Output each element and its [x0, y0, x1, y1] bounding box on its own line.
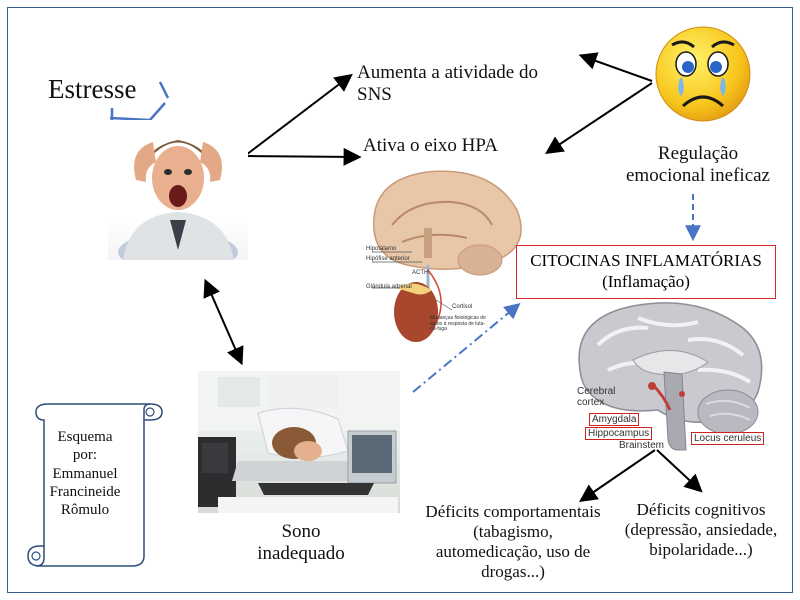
- hpa-label-adrenal: Glândula adrenal: [366, 284, 412, 290]
- regulation-node: Regulação emocional ineficaz: [612, 143, 784, 188]
- arrow-stress-sns: [245, 73, 353, 156]
- brain-label-brainstem: Brainstem: [619, 440, 665, 451]
- arrow-brain-cognitive: [656, 449, 703, 493]
- sns-label: Aumenta a atividade do SNS: [357, 62, 538, 106]
- hpa-node: Ativa o eixo HPA: [363, 135, 498, 156]
- sleeping-person-image: [198, 371, 400, 513]
- sns-node: Aumenta a atividade do SNS: [357, 62, 538, 107]
- hpa-label-acth: ACTH: [412, 270, 429, 276]
- stress-title: Estresse: [48, 74, 137, 104]
- hpa-label-changes: Mudanças fisiológicas de apoio à respost…: [430, 315, 486, 332]
- hpa-label-pituitary: Hipófise anterior: [366, 256, 410, 262]
- arrow-emotion-sns: [578, 52, 653, 82]
- sleep-node: Sono inadequado: [256, 521, 346, 566]
- cortex-text: Cerebral cortex: [577, 386, 616, 408]
- behavioral-label: Déficits comportamentais (tabagismo, aut…: [425, 502, 601, 582]
- arrow-brain-behavioral: [579, 449, 656, 503]
- arrow-sleep-cytokines: [412, 302, 521, 393]
- brain-label-hippocampus: Hippocampus: [585, 427, 653, 440]
- cytokines-subtitle: (Inflamação): [602, 271, 690, 291]
- stressed-person-image: [108, 120, 248, 260]
- regulation-label: Regulação emocional ineficaz: [625, 143, 770, 187]
- brain-label-cortex: Cerebral cortex: [577, 386, 615, 408]
- cytokines-title: CITOCINAS INFLAMATÓRIAS: [530, 251, 762, 270]
- hpa-label-cortisol: Cortisol: [452, 304, 473, 310]
- arrow-stress-sleep: [203, 278, 244, 366]
- cognitive-label: Déficits cognitivos (depressão, ansiedad…: [624, 500, 778, 560]
- brain-label-amygdala: Amygdala: [589, 413, 640, 426]
- cognitive-deficits-node: Déficits cognitivos (depressão, ansiedad…: [610, 500, 792, 560]
- arrow-emotion-hpa: [545, 82, 653, 154]
- scheme-credits: Esquema por: Emmanuel Francineide Rômulo: [45, 428, 125, 519]
- brain-label-locus: Locus ceruleus: [691, 432, 765, 445]
- behavioral-deficits-node: Déficits comportamentais (tabagismo, aut…: [418, 502, 608, 582]
- arrow-stress-hpa: [245, 147, 362, 166]
- scheme-credits-text: Esquema por: Emmanuel Francineide Rômulo: [49, 429, 121, 519]
- cytokines-box: CITOCINAS INFLAMATÓRIAS (Inflamação): [516, 245, 776, 299]
- hpa-label-hypothalamus: Hipotálamo: [366, 246, 397, 252]
- sleep-label: Sono inadequado: [257, 521, 345, 565]
